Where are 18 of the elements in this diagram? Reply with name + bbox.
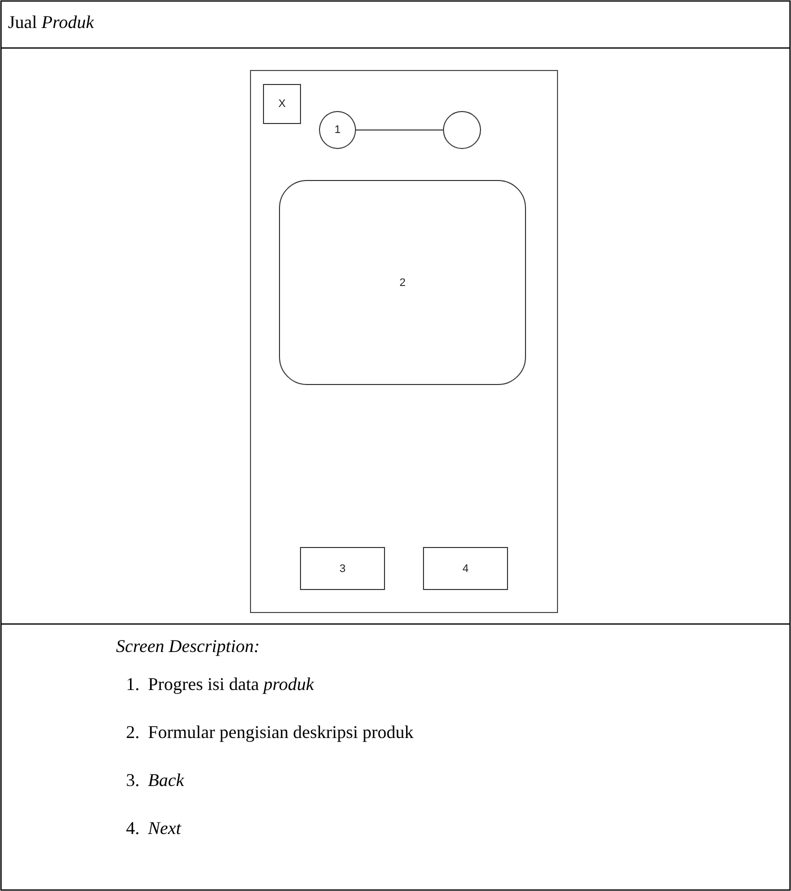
list-number: 2.	[126, 722, 140, 743]
connector-line	[356, 129, 443, 131]
form-area: 2	[279, 180, 526, 385]
next-button: 4	[423, 547, 508, 590]
back-button: 3	[300, 547, 385, 590]
close-button: X	[263, 84, 301, 124]
list-number: 1.	[126, 674, 140, 695]
list-item: Progres isi data produk	[148, 674, 314, 695]
table-heading: Jual Produk	[8, 12, 94, 33]
progress-step: 1	[319, 111, 356, 149]
list-number: 4.	[126, 818, 140, 839]
list-item: Formular pengisian deskripsi produk	[148, 722, 414, 743]
list-number: 3.	[126, 770, 140, 791]
phone-frame	[250, 70, 558, 613]
list-item: Back	[148, 770, 184, 791]
list-item: Next	[148, 818, 181, 839]
section-heading: Screen Description:	[116, 636, 260, 657]
progress-step	[443, 111, 481, 149]
